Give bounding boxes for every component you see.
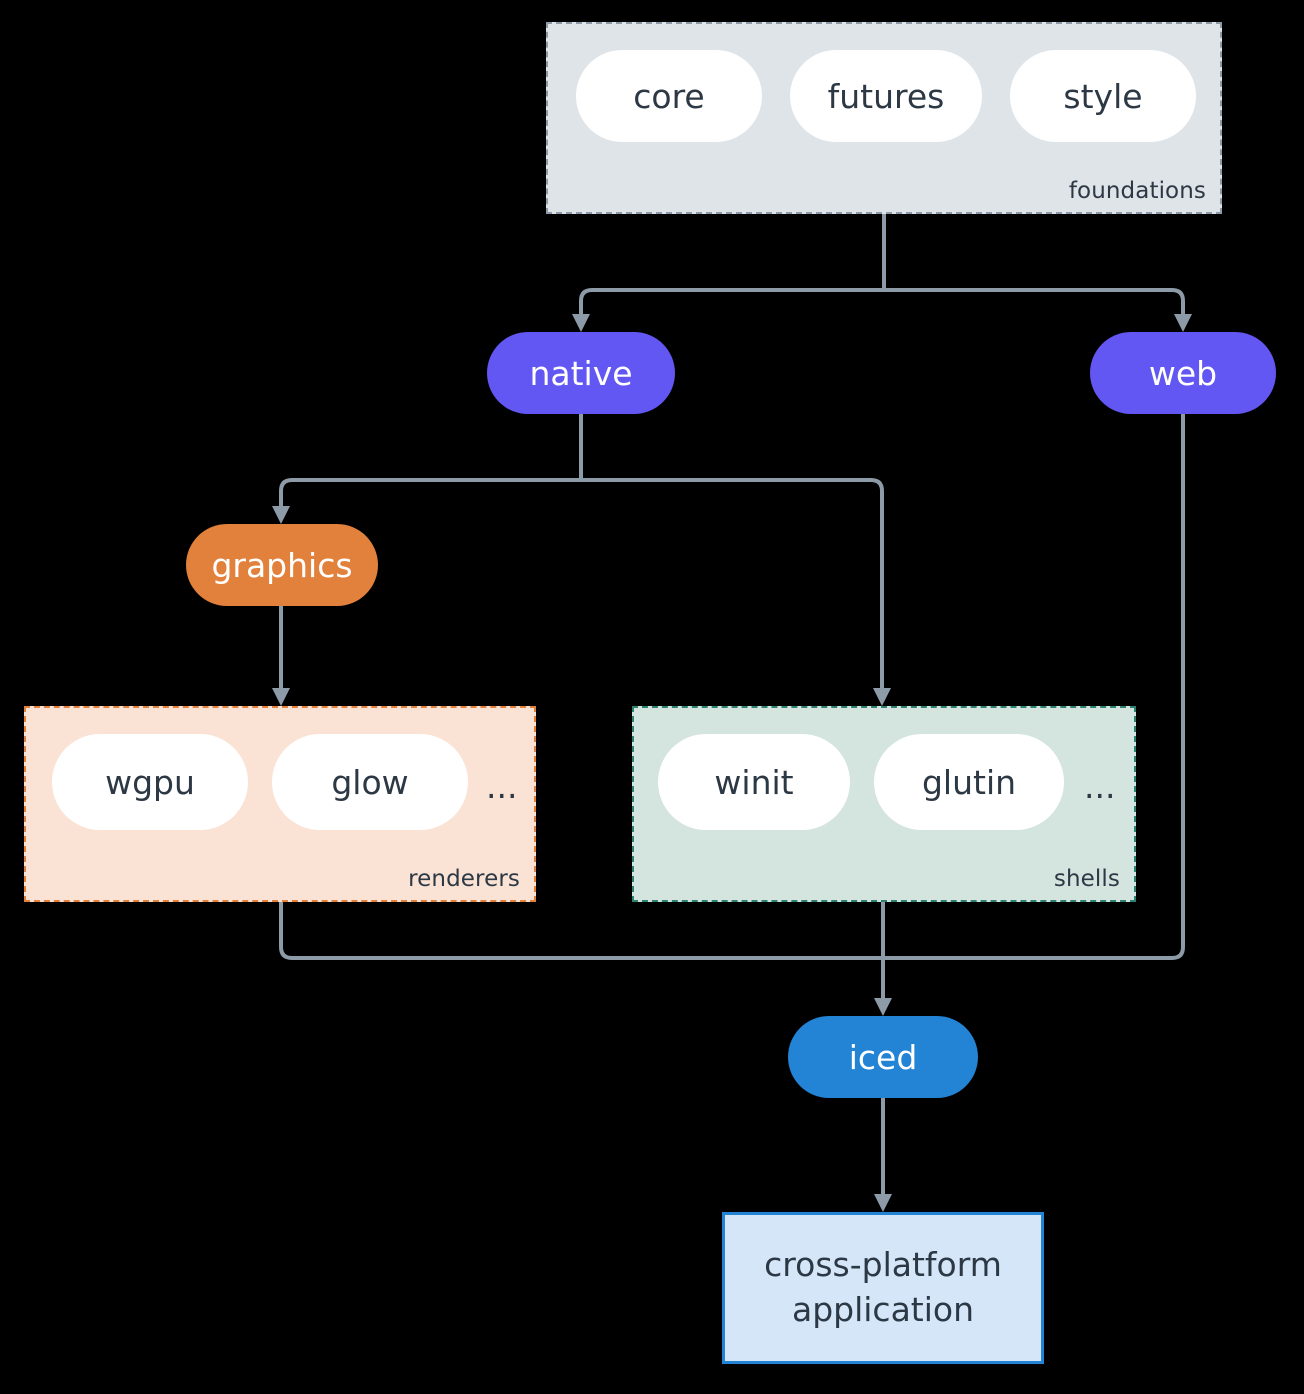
node-glow[interactable]: glow [272,734,468,830]
node-glow-label: glow [331,762,409,802]
node-native-label: native [529,353,633,393]
node-web-label: web [1148,353,1218,393]
edge-foundations-to-native [579,288,886,320]
node-glutin[interactable]: glutin [874,734,1064,830]
node-graphics-label: graphics [211,545,353,585]
node-wgpu[interactable]: wgpu [52,734,248,830]
arrowhead-graphics [272,506,290,524]
application-line-2: application [791,1290,975,1329]
edge-renderers-to-iced [279,900,885,960]
cluster-renderers: wgpu glow ... renderers [24,706,536,902]
edge-native-to-graphics [279,478,583,512]
node-winit-label: winit [714,762,794,802]
node-winit[interactable]: winit [658,734,850,830]
application-line-1: cross-platform [764,1245,1002,1285]
arrowhead-web [1174,314,1192,332]
node-core[interactable]: core [576,50,762,142]
node-wgpu-label: wgpu [105,762,195,802]
shells-ellipsis: ... [1084,767,1116,806]
node-iced-label: iced [848,1037,918,1077]
edge-foundations-to-web [882,288,1185,320]
node-graphics[interactable]: graphics [186,524,378,606]
edge-web-to-iced [881,412,1185,960]
node-futures-label: futures [827,76,945,116]
cluster-foundations: core futures style foundations [546,22,1222,214]
node-web[interactable]: web [1090,332,1276,414]
arrowhead-renderers [272,688,290,706]
node-core-label: core [633,76,705,116]
arrowhead-shells [873,688,891,706]
node-cross-platform-application[interactable]: cross-platform application [722,1212,1044,1364]
cluster-foundations-label: foundations [1068,178,1206,204]
cluster-shells-label: shells [1053,866,1120,892]
node-glutin-label: glutin [921,762,1017,802]
node-iced[interactable]: iced [788,1016,978,1098]
node-style[interactable]: style [1010,50,1196,142]
node-style-label: style [1063,76,1143,116]
arrowhead-application [874,1194,892,1212]
cluster-renderers-label: renderers [408,866,520,892]
edge-native-to-shells [579,478,884,694]
renderers-ellipsis: ... [486,767,518,806]
node-futures[interactable]: futures [790,50,982,142]
node-native[interactable]: native [487,332,675,414]
arrowhead-native [572,314,590,332]
cluster-shells: winit glutin ... shells [632,706,1136,902]
arrowhead-iced [874,998,892,1016]
